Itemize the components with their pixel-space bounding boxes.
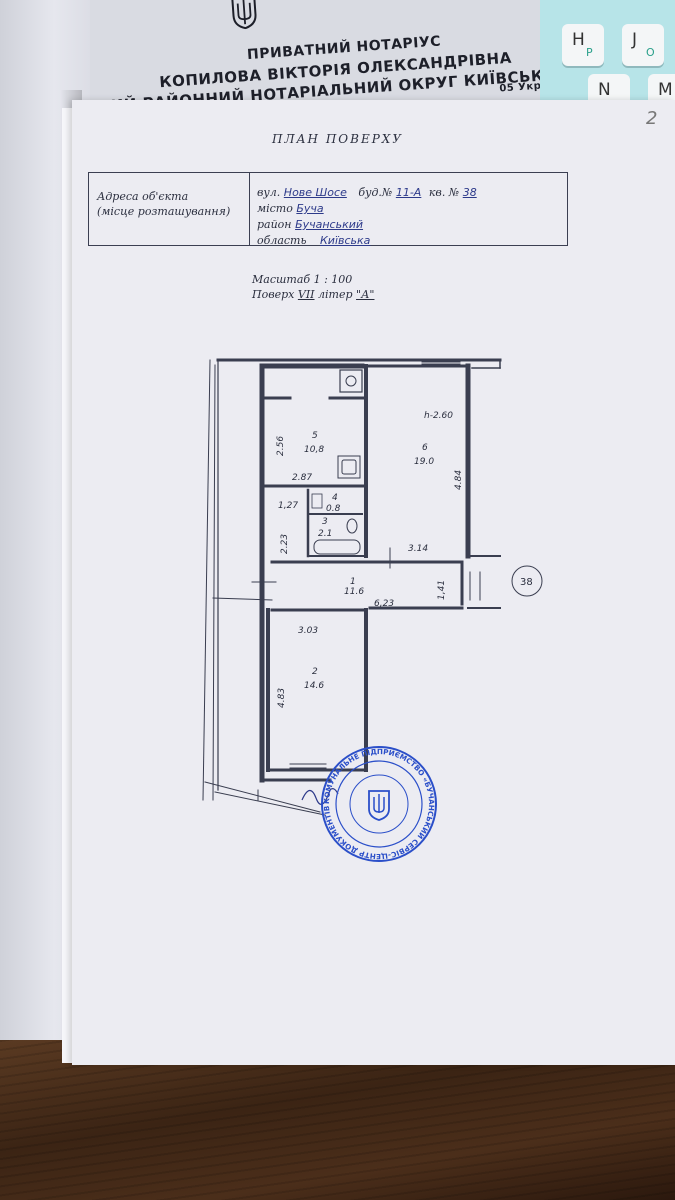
- address-label: Адреса об'єкта (місце розташування): [97, 189, 230, 219]
- scale-block: Масштаб 1 : 100 Поверх VII літер "А": [252, 272, 374, 302]
- apartment-number: 38: [520, 577, 533, 588]
- dim-3-03: 3.03: [298, 626, 318, 636]
- dim-1-41: 1,41: [437, 580, 447, 600]
- address-table: Адреса об'єкта (місце розташування) вул.…: [88, 172, 568, 249]
- ceiling-height: h-2.60: [424, 411, 453, 421]
- coat-of-arms-icon: [231, 0, 257, 30]
- apt-value: 38: [462, 186, 477, 199]
- district-value: Бучанський: [295, 218, 364, 231]
- liter-prefix: літер: [318, 288, 353, 301]
- room-2-area: 14.6: [304, 681, 324, 691]
- margin-mark: 2: [646, 108, 658, 129]
- room-6-area: 19.0: [414, 457, 434, 467]
- floor-value: VII: [297, 288, 315, 301]
- desk-grain: [0, 1040, 675, 1200]
- address-label-line-1: Адреса об'єкта: [97, 190, 189, 203]
- apt-prefix: кв. №: [428, 186, 460, 199]
- wooden-desk: [0, 1040, 675, 1200]
- dim-4-84: 4.84: [454, 470, 464, 490]
- room-6-number: 6: [422, 443, 428, 453]
- room-3-area: 2.1: [318, 529, 332, 539]
- address-city-line: місто Буча: [257, 201, 477, 217]
- address-label-line-2: (місце розташування): [97, 205, 231, 218]
- dim-4-83: 4.83: [277, 688, 287, 708]
- trident-icon: [368, 790, 390, 821]
- room-4-area: 0.8: [326, 504, 341, 514]
- notary-header: ПРИВАТНИЙ НОТАРІУС КОПИЛОВА ВІКТОРІЯ ОЛЕ…: [60, 0, 588, 130]
- address-street-line: вул. Нове Шосе буд.№ 11-А кв. № 38: [257, 185, 477, 201]
- liter-value: "А": [356, 288, 375, 301]
- address-region-line: область Київська: [257, 233, 477, 249]
- city-prefix: місто: [257, 202, 293, 215]
- room-4-number: 4: [332, 493, 338, 503]
- floor-line: Поверх VII літер "А": [252, 287, 374, 302]
- room-5-number: 5: [312, 431, 318, 441]
- floor-plan-page: [72, 100, 675, 1065]
- building-prefix: буд.№: [358, 186, 393, 199]
- building-value: 11-А: [395, 186, 422, 199]
- key-h: H P: [562, 24, 604, 66]
- dim-2-87: 2.87: [292, 473, 312, 483]
- district-prefix: район: [257, 218, 292, 231]
- dim-2-23: 2.23: [280, 534, 290, 554]
- page-title: ПЛАН ПОВЕРХУ: [271, 132, 403, 146]
- dim-1-27: 1,27: [278, 501, 298, 511]
- region-prefix: область: [257, 234, 307, 247]
- street-prefix: вул.: [257, 186, 281, 199]
- room-1-number: 1: [350, 577, 356, 587]
- city-value: Буча: [296, 202, 324, 215]
- floor-prefix: Поверх: [252, 288, 295, 301]
- street-value: Нове Шосе: [283, 186, 347, 199]
- keyboard: H P J О N M: [540, 0, 675, 116]
- dim-6-23: 6,23: [374, 599, 394, 609]
- address-label-cell: Адреса об'єкта (місце розташування): [89, 173, 250, 245]
- room-5-area: 10,8: [304, 445, 324, 455]
- region-value: Київська: [319, 234, 371, 247]
- room-3-number: 3: [322, 517, 328, 527]
- dim-2-56: 2.56: [276, 436, 286, 456]
- key-j: J О: [622, 24, 664, 66]
- scale-label: Масштаб 1 : 100: [252, 273, 353, 286]
- room-2-number: 2: [312, 667, 318, 677]
- room-1-area: 11.6: [344, 587, 364, 597]
- address-value-cell: вул. Нове Шосе буд.№ 11-А кв. № 38 місто…: [257, 185, 477, 249]
- dim-3-14: 3.14: [408, 544, 428, 554]
- address-district-line: район Бучанський: [257, 217, 477, 233]
- official-stamp: КОМУНАЛЬНЕ ПІДПРИЄМСТВО «БУЧАНСЬКИЙ СЕРВ…: [320, 745, 437, 862]
